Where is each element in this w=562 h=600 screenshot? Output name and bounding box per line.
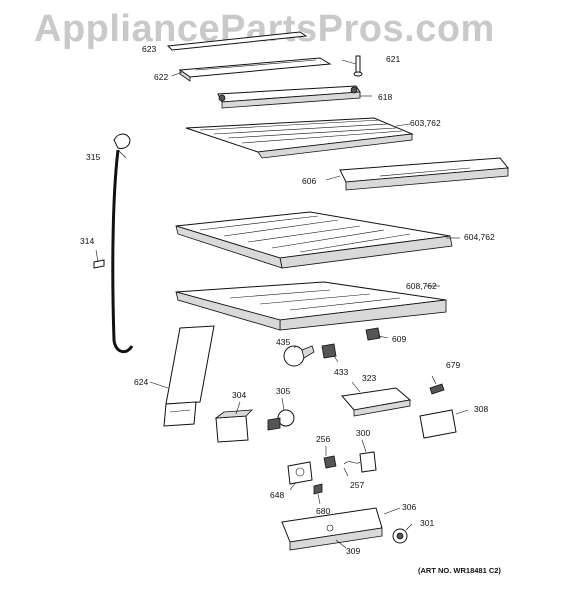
- part-256-switch[interactable]: [323, 455, 337, 469]
- callout-679: 679: [446, 360, 461, 370]
- callout-305: 305: [276, 386, 291, 396]
- callout-680: 680: [316, 506, 331, 516]
- part-315-drain-tube[interactable]: [111, 133, 134, 354]
- part-622-bracket[interactable]: [178, 57, 332, 82]
- callout-309: 309: [346, 546, 361, 556]
- watermark-logo: AppliancePartsPros.com: [34, 8, 495, 50]
- part-308-plate[interactable]: [419, 409, 457, 439]
- callout-618: 618: [378, 92, 393, 102]
- part-304-housing[interactable]: [214, 409, 254, 443]
- part-606-crisper-front[interactable]: [339, 157, 509, 191]
- part-679-screw[interactable]: [429, 383, 445, 395]
- callout-604-762: 604,762: [464, 232, 495, 242]
- part-618-damper[interactable]: [217, 85, 361, 109]
- callout-304: 304: [232, 390, 247, 400]
- part-624-panel[interactable]: [163, 325, 215, 427]
- callout-433: 433: [334, 367, 349, 377]
- callout-256: 256: [316, 434, 331, 444]
- part-314-clip[interactable]: [93, 259, 105, 269]
- part-603-shelf[interactable]: [185, 117, 414, 159]
- part-433-socket[interactable]: [321, 343, 337, 359]
- part-604-crisper-cover[interactable]: [175, 211, 453, 269]
- callout-624: 624: [134, 377, 149, 387]
- part-306-base[interactable]: [281, 507, 383, 551]
- part-623-cover[interactable]: [166, 31, 308, 51]
- leader-lines: [95, 59, 469, 549]
- callout-623: 623: [142, 44, 157, 54]
- part-609-knob[interactable]: [365, 327, 381, 341]
- callout-323: 323: [362, 373, 377, 383]
- callout-315: 315: [86, 152, 101, 162]
- callout-609: 609: [392, 334, 407, 344]
- part-680-screw[interactable]: [313, 483, 323, 495]
- callout-621: 621: [386, 54, 401, 64]
- callout-257: 257: [350, 480, 365, 490]
- part-648-thermostat[interactable]: [287, 461, 313, 485]
- callout-606: 606: [302, 176, 317, 186]
- part-300-relay[interactable]: [343, 451, 377, 473]
- part-323-bracket[interactable]: [341, 387, 412, 417]
- part-305-dial[interactable]: [267, 409, 295, 431]
- callout-622: 622: [154, 72, 169, 82]
- callout-435: 435: [276, 337, 291, 347]
- callout-648: 648: [270, 490, 285, 500]
- part-435-bulb[interactable]: [283, 345, 315, 367]
- callout-608-762: 608,762: [406, 281, 437, 291]
- art-number: (ART NO. WR18481 C2): [418, 566, 501, 575]
- part-608-pan[interactable]: [175, 281, 447, 331]
- callout-300: 300: [356, 428, 371, 438]
- callout-301: 301: [420, 518, 435, 528]
- part-621-tube[interactable]: [353, 55, 363, 77]
- callout-306: 306: [402, 502, 417, 512]
- part-301-knob[interactable]: [392, 528, 408, 544]
- callout-314: 314: [80, 236, 95, 246]
- callout-603-762: 603,762: [410, 118, 441, 128]
- callout-308: 308: [474, 404, 489, 414]
